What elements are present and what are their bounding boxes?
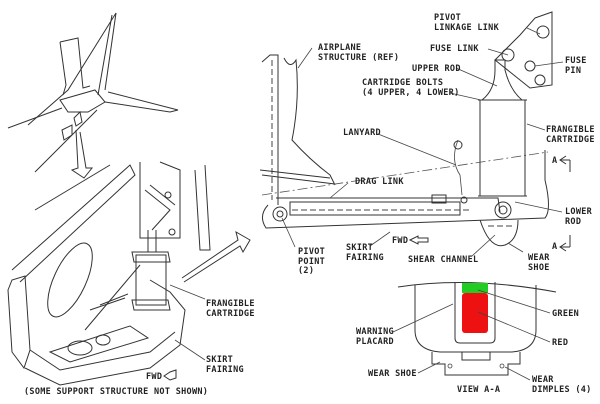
label-frangible-cartridge-left: FRANGIBLE CARTRIDGE: [206, 299, 255, 319]
label-section-a-top: A: [552, 156, 558, 166]
leader-lines: [169, 27, 564, 381]
airplane-tail-view: [7, 12, 179, 179]
label-fwd-left: FWD: [146, 372, 163, 382]
label-green: GREEN: [552, 309, 580, 319]
label-pivot-linkage-link: PIVOT LINKAGE LINK: [434, 13, 500, 33]
label-support-note: (SOME SUPPORT STRUCTURE NOT SHOWN): [24, 387, 209, 397]
label-lower-rod: LOWER ROD: [565, 207, 593, 227]
placard-green-zone: [462, 283, 488, 293]
label-fuse-link: FUSE LINK: [430, 44, 479, 54]
label-cartridge-bolts: CARTRIDGE BOLTS (4 UPPER, 4 LOWER): [362, 78, 460, 98]
label-fwd-right: FWD: [392, 236, 409, 246]
label-skirt-fairing-right: SKIRT FAIRING: [346, 243, 384, 263]
label-frangible-cartridge-right: FRANGIBLE CARTRIDGE: [546, 125, 595, 145]
label-shear-channel: SHEAR CHANNEL: [408, 255, 479, 265]
label-wear-shoe-right: WEAR SHOE: [528, 253, 550, 273]
label-upper-rod: UPPER ROD: [412, 64, 461, 74]
label-airplane-structure: AIRPLANE STRUCTURE (REF): [318, 43, 400, 63]
label-red: RED: [552, 338, 569, 348]
label-warning-placard: WARNING PLACARD: [356, 327, 394, 347]
label-skirt-fairing-left: SKIRT FAIRING: [206, 355, 244, 375]
label-section-a-bottom: A: [552, 242, 558, 252]
view-a-a: [397, 282, 557, 376]
label-drag-link: DRAG LINK: [355, 177, 404, 187]
label-fuse-pin: FUSE PIN: [565, 56, 587, 76]
label-wear-shoe-view: WEAR SHOE: [368, 369, 417, 379]
isometric-fairing-view: [7, 161, 251, 386]
label-view-aa: VIEW A-A: [457, 385, 501, 395]
placard-red-zone: [462, 293, 488, 333]
label-lanyard: LANYARD: [343, 128, 381, 138]
label-pivot-point: PIVOT POINT (2): [298, 247, 326, 276]
label-wear-dimples: WEAR DIMPLES (4): [532, 375, 592, 395]
side-view: [259, 11, 571, 252]
